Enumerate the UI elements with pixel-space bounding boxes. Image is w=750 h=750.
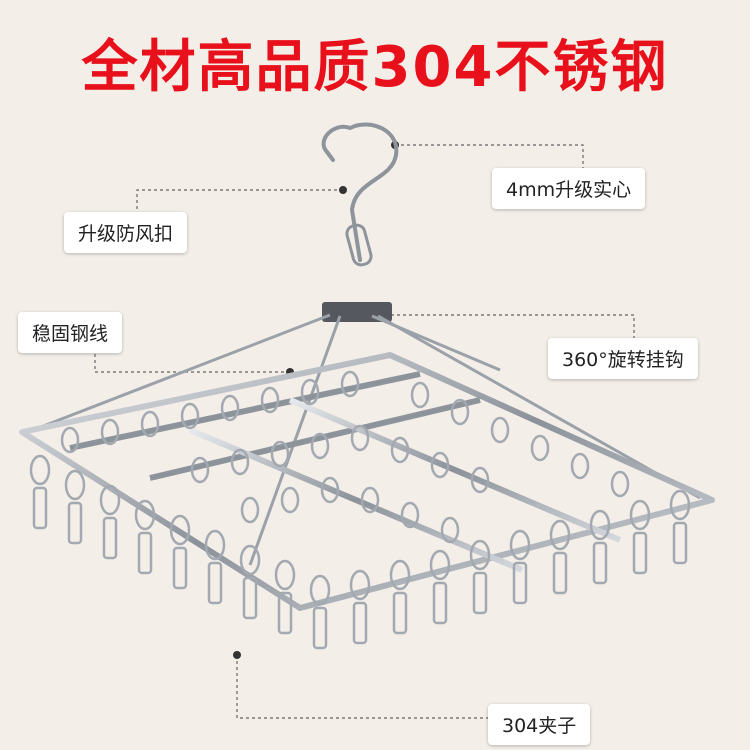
callout-windproof-buckle: 升级防风扣 [64,212,188,253]
callout-solid-4mm: 4mm升级实心 [492,168,646,209]
callout-swivel-hook: 360°旋转挂钩 [548,338,698,379]
hook-icon [321,122,399,262]
callout-steel-wire: 稳固钢线 [18,312,123,353]
callout-clips-304: 304夹子 [488,704,591,745]
buckle-icon [345,223,373,267]
headline: 全材高品质304不锈钢 [81,35,669,100]
clothespins [29,370,691,650]
